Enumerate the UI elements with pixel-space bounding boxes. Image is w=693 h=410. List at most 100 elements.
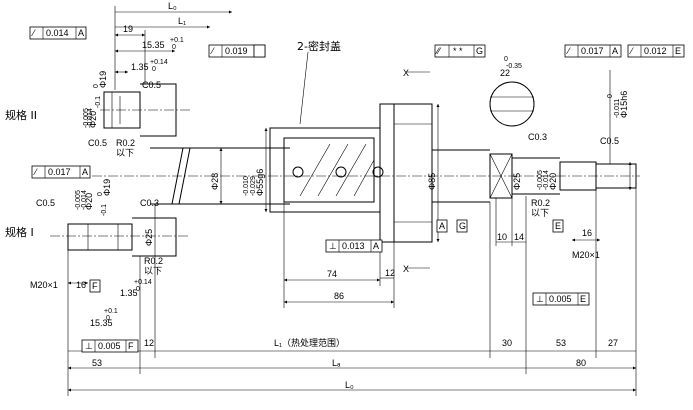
- frame-f2: ⁄ 0.017 A: [31, 165, 91, 179]
- frame-f5: ⁄⁄ * * G: [434, 44, 486, 58]
- flange-right: [393, 103, 433, 243]
- dim-16-b: 16: [582, 228, 592, 238]
- dim-86: 86: [334, 291, 344, 301]
- chamfer-c05-b: C0.5: [88, 138, 107, 148]
- chamfer-c05-c: C0.5: [36, 198, 55, 208]
- dim-phi25-b: Φ25: [512, 173, 522, 190]
- seal-leader: [299, 51, 309, 125]
- dim-19: 19: [123, 24, 133, 34]
- tol-1535-top2: 0: [172, 44, 176, 51]
- dim-l1-top: L₁: [178, 16, 186, 26]
- spec2-shoulder: [140, 83, 177, 137]
- dimension-texts: L₀ L₁ 19 15.35 +0.1 0 1.35 +0.14 0 C0.5 …: [30, 1, 629, 390]
- tol-phi19-b: 0: [97, 192, 104, 196]
- tol-phi20-a: -0.005: [83, 108, 90, 128]
- dim-1535-top: 15.35: [142, 40, 165, 50]
- tol-22: 0: [504, 56, 508, 63]
- frame-datum: E: [580, 294, 586, 304]
- shaft-geometry: [50, 81, 640, 257]
- dim-l0-bot: L₀: [345, 380, 354, 390]
- tol-1535-bot: +0.1: [104, 308, 118, 315]
- thread-m20-a: M20×1: [30, 280, 58, 290]
- frame-value: 0.017: [48, 167, 71, 177]
- dim-16-a: 16: [76, 280, 86, 290]
- frame-symbol: ⊥: [329, 241, 337, 251]
- ball-2: [335, 166, 347, 178]
- datum-boxes: A G E F: [89, 44, 564, 293]
- dim-phi20-b: Φ20: [84, 193, 94, 210]
- dim-74: 74: [327, 269, 337, 279]
- frame-value: 0.005: [549, 294, 572, 304]
- section-mark-top: X: [403, 68, 409, 78]
- bearing-cross: [489, 153, 513, 199]
- spec1-end-body: [67, 223, 133, 251]
- spec1-groove: [87, 224, 119, 250]
- dim-14: 14: [514, 232, 524, 242]
- dim-la: Lₐ: [332, 358, 341, 368]
- tol-phi55b: -0.029: [250, 176, 257, 196]
- frame-value: 0.005: [98, 341, 121, 351]
- dim-phi15h6: Φ15h6: [619, 91, 629, 118]
- tol-135-top2: 0: [152, 66, 156, 73]
- dim-22: 22: [500, 68, 510, 78]
- tol-phi20-c: -0.005: [537, 170, 544, 190]
- frame-f9: ⊥ 0.005 F: [81, 339, 139, 353]
- spec2-groove: [111, 92, 121, 128]
- section-flats: [490, 96, 534, 112]
- frame-value: 0.014: [46, 28, 69, 38]
- end-pin: [596, 163, 637, 189]
- frame-datum: A: [612, 46, 618, 56]
- journal-edges: [512, 157, 560, 195]
- ball-1: [292, 166, 304, 178]
- dim-l0-top: L₀: [168, 1, 177, 11]
- tol-phi55: -0.010: [243, 176, 250, 196]
- tol-135-bot2: 0: [136, 286, 140, 293]
- flange-left: [379, 103, 395, 243]
- tol-phi19-a: 0: [93, 84, 100, 88]
- frame-datum: E: [675, 46, 681, 56]
- dim-53-b: 53: [556, 338, 566, 348]
- dim-10: 10: [497, 232, 507, 242]
- section-mark-bottom: X: [403, 264, 409, 274]
- frame-datum: F: [128, 341, 134, 351]
- datum-f-label: F: [92, 281, 98, 291]
- heat-treat-range-label: L₁（热处理范围）: [274, 337, 345, 348]
- datum-a-label: A: [439, 221, 445, 231]
- frame-f4: ⊥ 0.013 A: [325, 239, 383, 253]
- dim-phi20-a: Φ20: [88, 111, 98, 128]
- dim-135-bot: 1.35: [120, 288, 138, 298]
- nut-inner: [283, 137, 375, 203]
- frame-f1: ⁄ 0.014 A: [29, 26, 87, 40]
- tol-135-bot: +0.14: [134, 279, 152, 286]
- frame-datum: G: [476, 46, 483, 56]
- radius-r02-a: R0.2: [116, 138, 135, 148]
- dim-phi19-a: Φ19: [98, 71, 108, 88]
- frame-datum: A: [373, 241, 379, 251]
- dimension-lines: [67, 6, 637, 396]
- chamfer-c05-d: C0.5: [600, 136, 619, 146]
- tol-phi20-a2: -0.014: [87, 108, 94, 128]
- spec2-end-body: [103, 91, 141, 129]
- frame-value: 0.013: [342, 241, 365, 251]
- shaft-right-edges: [432, 149, 490, 203]
- chamfer-c03-a: C0.3: [140, 198, 159, 208]
- dim-53-a: 53: [92, 358, 102, 368]
- tol-phi20-c2: -0.014: [543, 170, 550, 190]
- frame-symbol: ⁄: [33, 167, 38, 177]
- dim-phi55g6: Φ55g6: [255, 169, 265, 196]
- dim-27: 27: [608, 338, 618, 348]
- shaft-break-marks: [171, 147, 191, 205]
- dim-80: 80: [576, 358, 586, 368]
- tol-phi20-b: -0.005: [75, 190, 82, 210]
- datum-g-label: G: [459, 221, 466, 231]
- frame-value: 0.012: [644, 46, 667, 56]
- thread-m20-b: M20×1: [572, 250, 600, 260]
- datum-e-label: E: [555, 221, 561, 231]
- frame-f6: ⁄ 0.017 A: [564, 44, 622, 58]
- spec-1-label: 规格 I: [5, 225, 34, 239]
- tol-1535-top: +0.1: [170, 37, 184, 44]
- radius-r02-b-note: 以下: [144, 266, 162, 276]
- dim-12-b: 12: [144, 338, 154, 348]
- dim-phi25-a: Φ25: [144, 229, 154, 246]
